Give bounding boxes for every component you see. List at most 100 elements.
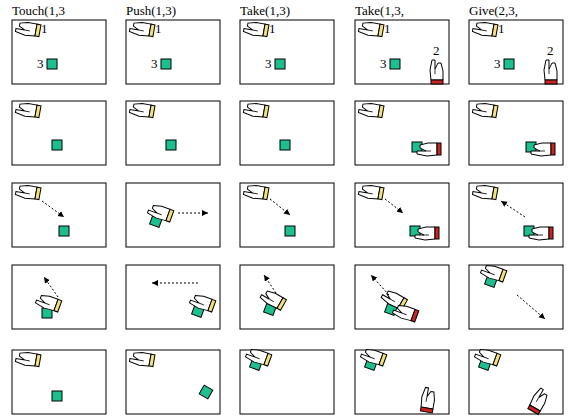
panel-frame	[12, 101, 106, 165]
panel-frame	[469, 101, 563, 165]
cube	[285, 226, 295, 236]
motion-arrow	[371, 275, 389, 295]
scene-panel	[355, 265, 449, 329]
panel-frame	[355, 183, 449, 247]
motion-arrow	[517, 295, 545, 319]
panel-frame	[126, 265, 220, 329]
object-number: 3	[37, 57, 44, 70]
motion-arrow	[264, 275, 276, 293]
panel-frame	[12, 20, 106, 84]
hand-outline	[15, 351, 37, 367]
hand-2	[430, 60, 443, 84]
hand-finger	[484, 357, 489, 359]
hand-finger	[25, 30, 30, 32]
hand-cuff	[420, 407, 433, 413]
object-number: 1	[155, 22, 162, 35]
hand-finger	[253, 193, 258, 195]
motion-arrow	[44, 277, 58, 297]
panel-frame	[126, 183, 220, 247]
scene-panel	[126, 183, 220, 247]
hand-finger	[368, 111, 373, 113]
hand-cuff	[263, 187, 269, 200]
column-heading: Take(1,3)	[240, 4, 290, 17]
hand-2	[392, 303, 419, 323]
hand-1	[259, 288, 286, 311]
cube	[52, 140, 62, 150]
hand-finger	[435, 69, 436, 74]
hand-cuff	[492, 187, 498, 200]
hand-outline	[529, 227, 549, 240]
hand-2	[419, 387, 436, 413]
object-number: 3	[265, 57, 272, 70]
hand-cuff	[166, 209, 174, 222]
hand-finger	[253, 30, 258, 32]
hand-cuff	[263, 24, 269, 37]
cube	[199, 385, 213, 399]
hand-1	[243, 102, 269, 119]
scene-panel	[469, 347, 563, 415]
scene-panel	[355, 347, 449, 414]
hand-cuff	[35, 24, 41, 37]
hand-finger	[536, 397, 539, 401]
hand-finger	[368, 30, 373, 32]
object-number: 1	[384, 22, 391, 35]
hand-1	[129, 351, 155, 368]
panel-frame	[355, 265, 449, 329]
hand-cuff	[149, 105, 155, 118]
hand-outline	[243, 184, 265, 200]
scene-panel	[469, 20, 563, 84]
hand-cuff	[431, 80, 443, 84]
hand-cuff	[263, 105, 269, 118]
hand-cuff	[437, 143, 441, 155]
motion-arrow	[152, 283, 198, 284]
hand-cuff	[499, 269, 507, 282]
hand-finger	[269, 299, 273, 302]
scene-panel	[469, 183, 563, 247]
hand-2	[527, 387, 550, 414]
hand-cuff	[264, 353, 272, 366]
hand-finger	[370, 357, 375, 359]
cube	[52, 391, 62, 401]
hand-outline	[129, 102, 151, 118]
motion-arrow	[270, 199, 290, 215]
panel-frame	[469, 183, 563, 247]
hand-cuff	[378, 24, 384, 37]
hand-outline	[415, 227, 435, 240]
hand-cuff	[549, 227, 553, 239]
scene-panel	[469, 101, 563, 165]
cube	[59, 226, 69, 236]
hand-finger	[538, 235, 543, 236]
hand-cuff	[378, 105, 384, 118]
hand-1	[15, 102, 41, 119]
hand-cuff	[492, 24, 498, 37]
hand-outline	[15, 102, 37, 118]
hand-1	[35, 293, 62, 313]
hand-1	[189, 293, 216, 313]
scene-panel	[126, 20, 220, 84]
hand-cuff	[545, 80, 557, 84]
hand-1	[358, 102, 384, 119]
panel-frame	[240, 20, 334, 84]
hand-1	[358, 21, 384, 38]
cube	[161, 59, 171, 69]
hand-cuff	[35, 354, 41, 367]
hand-finger	[157, 213, 162, 215]
scene-panel	[240, 347, 334, 414]
hand-finger	[255, 357, 260, 359]
hand-outline	[472, 184, 494, 200]
hand-outline	[15, 21, 37, 37]
hand-cuff	[492, 105, 498, 118]
scene-panel	[240, 265, 334, 329]
hand-finger	[402, 313, 407, 315]
hand-cuff	[208, 299, 216, 312]
cube	[166, 140, 176, 150]
hand-outline	[472, 102, 494, 118]
scene-panel	[240, 183, 334, 247]
hand-finger	[482, 193, 487, 195]
hand-finger	[482, 30, 487, 32]
hand-cuff	[149, 354, 155, 367]
panel-frame	[469, 20, 563, 84]
hand-finger	[45, 303, 50, 305]
scene-panel	[355, 101, 449, 165]
hand-cuff	[149, 24, 155, 37]
